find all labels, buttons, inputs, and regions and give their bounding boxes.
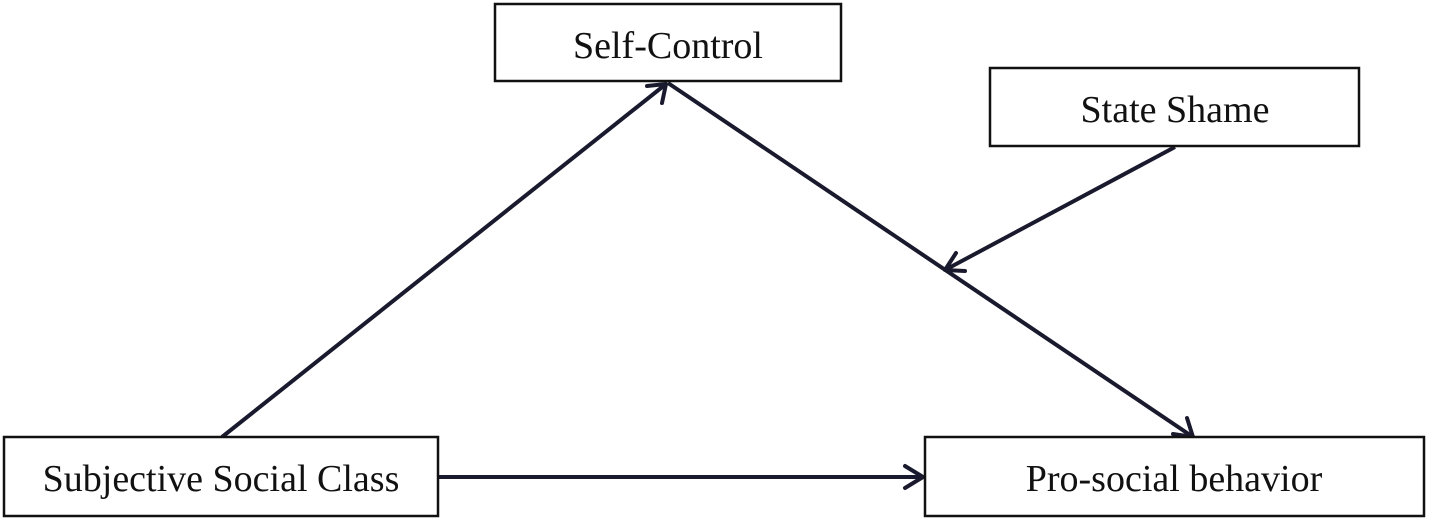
subjective-social-class-box	[2, 435, 440, 518]
prosocial-behavior-box	[923, 435, 1426, 518]
prosocial-behavior-label: Pro-social behavior	[1026, 458, 1323, 500]
edge-self-control-to-prosocial	[666, 81, 1195, 439]
node-subjective-social-class: Subjective Social Class	[2, 435, 440, 518]
arrowhead-self-control	[645, 82, 668, 105]
node-prosocial-behavior: Pro-social behavior	[923, 435, 1426, 518]
edges	[220, 81, 1195, 490]
self-control-label: Self-Control	[573, 25, 763, 67]
state-shame-label: State Shame	[1081, 89, 1270, 131]
node-self-control: Self-Control	[493, 2, 843, 83]
self-control-box	[493, 2, 843, 83]
state-shame-box	[988, 66, 1361, 148]
arrowhead-moderation	[943, 251, 967, 273]
node-state-shame: State Shame	[988, 66, 1361, 148]
subjective-social-class-label: Subjective Social Class	[43, 458, 400, 500]
edge-state-shame-moderation	[944, 145, 1176, 272]
edge-social-class-to-self-control	[220, 82, 668, 439]
arrowhead-prosocial-from-social-class	[903, 464, 925, 490]
